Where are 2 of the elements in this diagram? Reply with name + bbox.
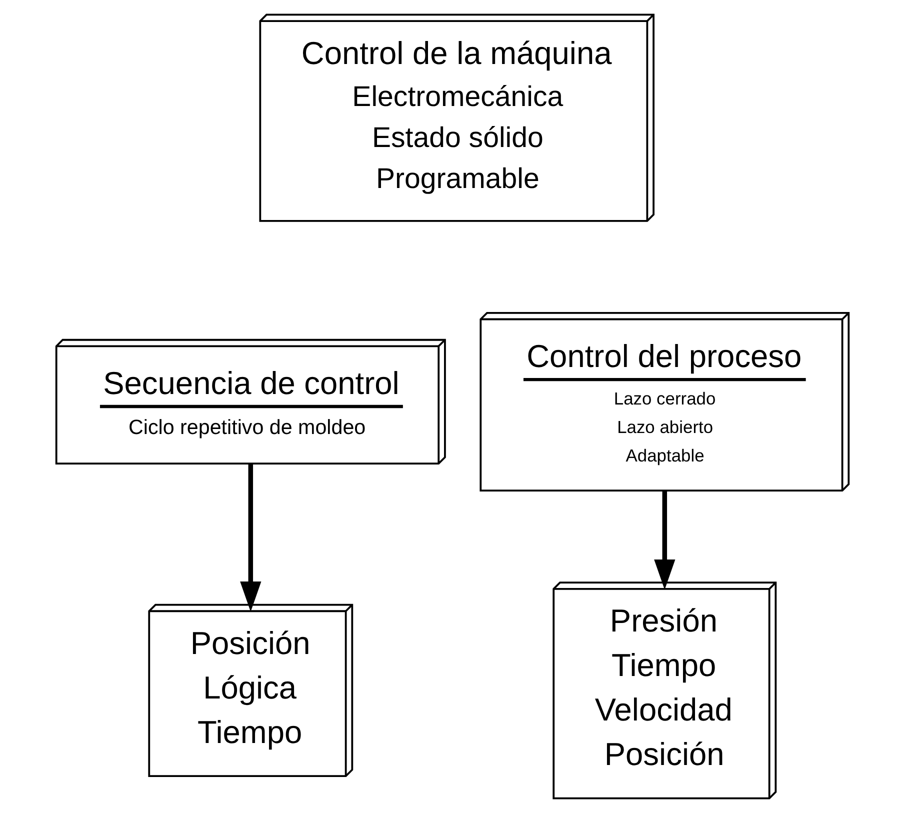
arrow (240, 464, 261, 612)
arrow (654, 491, 675, 590)
